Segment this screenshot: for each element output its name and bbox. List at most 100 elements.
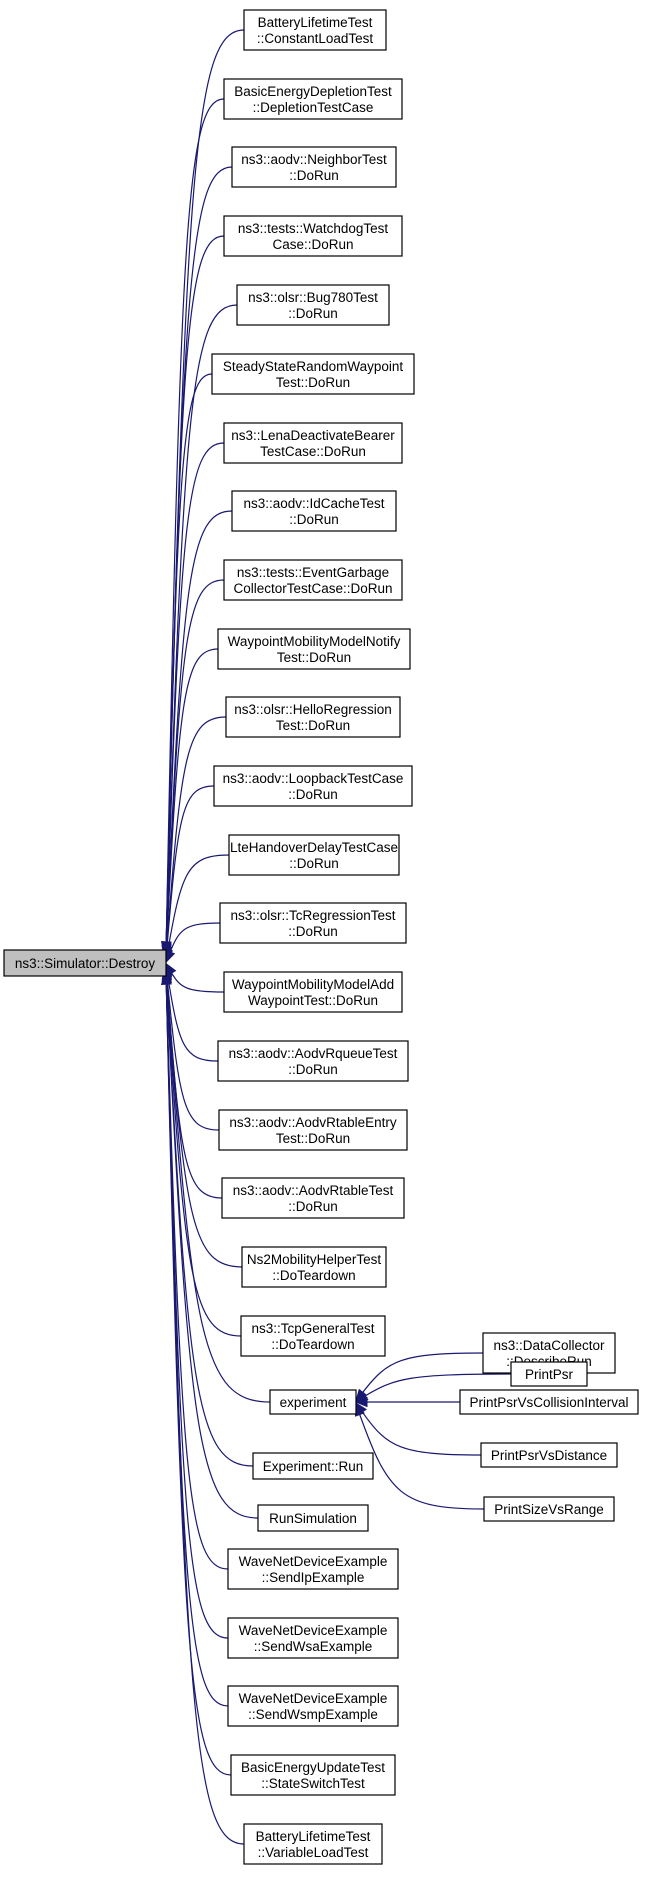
node-label-line: Test::DoRun [276, 718, 350, 733]
node-n22[interactable]: Experiment::Run [252, 1452, 374, 1480]
node-label-line: Test::DoRun [276, 1131, 350, 1146]
node-label-line: ns3::Simulator::Destroy [15, 956, 156, 971]
node-n28[interactable]: BatteryLifetimeTest::VariableLoadTest [243, 1823, 383, 1865]
node-box [243, 1823, 383, 1865]
node-label-line: ns3::aodv::AodvRtableTest [233, 1183, 394, 1198]
edge-exp-to-destroy [166, 982, 271, 1403]
node-box [223, 422, 403, 464]
node-label-line: CollectorTestCase::DoRun [233, 581, 392, 596]
node-e2[interactable]: PrintPsr [510, 1361, 588, 1387]
node-label-line: ::DoRun [289, 168, 339, 183]
node-n13[interactable]: LteHandoverDelayTestCase::DoRun [228, 834, 400, 876]
node-label-line: ns3::aodv::NeighborTest [241, 152, 387, 167]
edge-n4-to-destroy [165, 235, 225, 943]
node-label-line: WaypointMobilityModelAdd [232, 977, 394, 992]
node-e3[interactable]: PrintPsrVsCollisionInterval [459, 1389, 639, 1415]
node-label-line: WaveNetDeviceExample [239, 1691, 388, 1706]
node-label-line: LteHandoverDelayTestCase [230, 840, 398, 855]
edge-n28-to-destroy [165, 983, 245, 1845]
node-n1[interactable]: BatteryLifetimeTest::ConstantLoadTest [243, 9, 387, 51]
node-label-line: ::DoTeardown [272, 1268, 355, 1283]
node-label-line: ::DoRun [288, 1199, 338, 1214]
edge-n10-to-destroy [165, 648, 219, 946]
node-n24[interactable]: WaveNetDeviceExample::SendIpExample [227, 1548, 399, 1590]
node-label-line: ns3::aodv::IdCacheTest [243, 496, 384, 511]
node-n8[interactable]: ns3::aodv::IdCacheTest::DoRun [231, 490, 397, 532]
edge-e1-to-exp [362, 1352, 484, 1393]
node-box [225, 696, 401, 738]
node-label-line: BasicEnergyUpdateTest [241, 1760, 385, 1775]
node-box [240, 1315, 386, 1357]
node-label-line: ns3::olsr::Bug780Test [248, 290, 378, 305]
node-n14[interactable]: ns3::olsr::TcRegressionTest::DoRun [219, 902, 407, 944]
node-n15[interactable]: WaypointMobilityModelAddWaypointTest::Do… [223, 971, 403, 1013]
node-box [219, 902, 407, 944]
edge-e5-to-exp [359, 1414, 485, 1510]
node-label-line: SteadyStateRandomWaypoint [223, 359, 404, 374]
node-label-line: ns3::DataCollector [493, 1338, 605, 1353]
edge-n13-to-destroy [167, 854, 230, 951]
node-n16[interactable]: ns3::aodv::AodvRqueueTest::DoRun [217, 1040, 409, 1082]
node-n2[interactable]: BasicEnergyDepletionTest::DepletionTestC… [223, 78, 403, 120]
node-n20[interactable]: ns3::TcpGeneralTest::DoTeardown [240, 1315, 386, 1357]
node-n26[interactable]: WaveNetDeviceExample::SendWsmpExample [227, 1685, 399, 1727]
node-n9[interactable]: ns3::tests::EventGarbageCollectorTestCas… [223, 559, 403, 601]
edge-e2-to-exp [365, 1373, 512, 1397]
node-label-line: PrintSizeVsRange [494, 1502, 604, 1517]
node-label-line: BasicEnergyDepletionTest [234, 84, 392, 99]
node-n18[interactable]: ns3::aodv::AodvRtableTest::DoRun [221, 1177, 405, 1219]
node-n25[interactable]: WaveNetDeviceExample::SendWsaExample [227, 1617, 399, 1659]
node-box [223, 971, 403, 1013]
node-box [236, 284, 390, 326]
node-label-line: ::DoRun [288, 1062, 338, 1077]
node-box [257, 1504, 369, 1532]
node-label-line: WaypointMobilityModelNotify [228, 634, 401, 649]
node-label-line: ns3::TcpGeneralTest [251, 1321, 374, 1336]
node-label-line: ::DoTeardown [271, 1337, 354, 1352]
node-box [231, 146, 397, 188]
node-exp[interactable]: experiment [269, 1389, 357, 1415]
nodes-layer: ns3::Simulator::DestroyBatteryLifetimeTe… [3, 9, 639, 1865]
node-n5[interactable]: ns3::olsr::Bug780Test::DoRun [236, 284, 390, 326]
node-label-line: ::VariableLoadTest [258, 1845, 369, 1860]
node-label-line: BatteryLifetimeTest [256, 1829, 371, 1844]
node-label-line: Test::DoRun [276, 375, 350, 390]
edge-n19-to-destroy [166, 980, 243, 1268]
arrowhead-n14-to-destroy [165, 949, 176, 964]
node-e5[interactable]: PrintSizeVsRange [483, 1496, 615, 1522]
node-n12[interactable]: ns3::aodv::LoopbackTestCase::DoRun [213, 765, 413, 807]
node-box [218, 1109, 408, 1151]
node-box [510, 1361, 588, 1387]
node-box [227, 1548, 399, 1590]
node-box [223, 78, 403, 120]
node-label-line: ns3::LenaDeactivateBearer [231, 428, 395, 443]
node-label-line: ::DoRun [289, 512, 339, 527]
node-box [459, 1389, 639, 1415]
node-n27[interactable]: BasicEnergyUpdateTest::StateSwitchTest [230, 1754, 396, 1796]
edge-n11-to-destroy [166, 716, 227, 948]
node-n3[interactable]: ns3::aodv::NeighborTest::DoRun [231, 146, 397, 188]
arrowhead-n28-to-destroy [161, 971, 172, 985]
node-label-line: ::DepletionTestCase [253, 100, 374, 115]
node-label-line: Ns2MobilityHelperTest [247, 1252, 382, 1267]
edge-n14-to-destroy [169, 922, 221, 953]
node-label-line: ns3::aodv::LoopbackTestCase [223, 771, 404, 786]
node-label-line: ns3::tests::EventGarbage [237, 565, 389, 580]
node-label-line: ns3::olsr::HelloRegression [234, 702, 392, 717]
node-n19[interactable]: Ns2MobilityHelperTest::DoTeardown [241, 1246, 387, 1288]
edge-n15-to-destroy [171, 972, 225, 993]
node-label-line: ::DoRun [288, 306, 338, 321]
node-label-line: Case::DoRun [272, 237, 353, 252]
arrowhead-e3-to-exp [354, 1396, 368, 1408]
node-e4[interactable]: PrintPsrVsDistance [480, 1442, 618, 1468]
node-label-line: ::DoRun [288, 924, 338, 939]
node-box [223, 559, 403, 601]
node-n23[interactable]: RunSimulation [257, 1504, 369, 1532]
root-node[interactable]: ns3::Simulator::Destroy [3, 949, 167, 977]
